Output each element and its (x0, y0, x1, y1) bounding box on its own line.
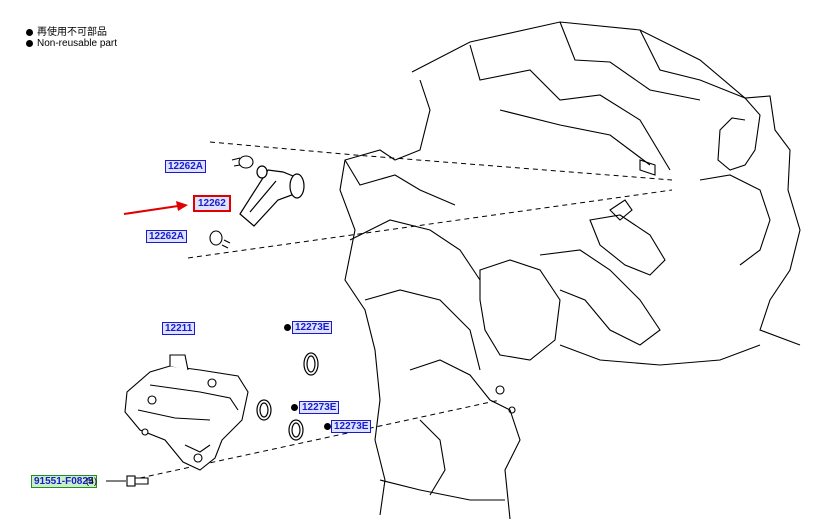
callout-12262A-bottom[interactable]: 12262A (146, 230, 188, 243)
non-reusable-bullet-icon (284, 324, 291, 331)
legend: 再使用不可部品 Non-reusable part (26, 27, 117, 49)
non-reusable-bullet-icon (291, 404, 298, 411)
callout-12262[interactable]: 12262 (193, 195, 231, 212)
clamp-drawing-top (231, 155, 254, 169)
hose-drawing (239, 165, 305, 227)
callout-91551-F0825[interactable]: 91551-F0825 (31, 475, 97, 488)
legend-japanese: 再使用不可部品 (37, 27, 107, 38)
callout-12273E-3[interactable]: 12273E (331, 420, 372, 433)
callout-12273E-1[interactable]: 12273E (292, 321, 333, 334)
bolt-quantity: (4) (86, 476, 97, 486)
non-reusable-bullet-icon (324, 423, 331, 430)
gasket-drawings (256, 352, 319, 441)
clamp-drawing-bottom (209, 230, 231, 249)
bolt-drawing (106, 475, 149, 487)
callout-12211[interactable]: 12211 (162, 322, 196, 335)
bullet-icon (26, 29, 33, 36)
callout-12273E-2[interactable]: 12273E (299, 401, 340, 414)
red-arrow (123, 201, 188, 215)
leader-lines (139, 141, 673, 479)
callout-12262A-top[interactable]: 12262A (165, 160, 207, 173)
bullet-icon (26, 40, 33, 47)
separator-drawing (124, 354, 249, 471)
engine-block-drawing (339, 21, 801, 519)
legend-english: Non-reusable part (37, 38, 118, 49)
